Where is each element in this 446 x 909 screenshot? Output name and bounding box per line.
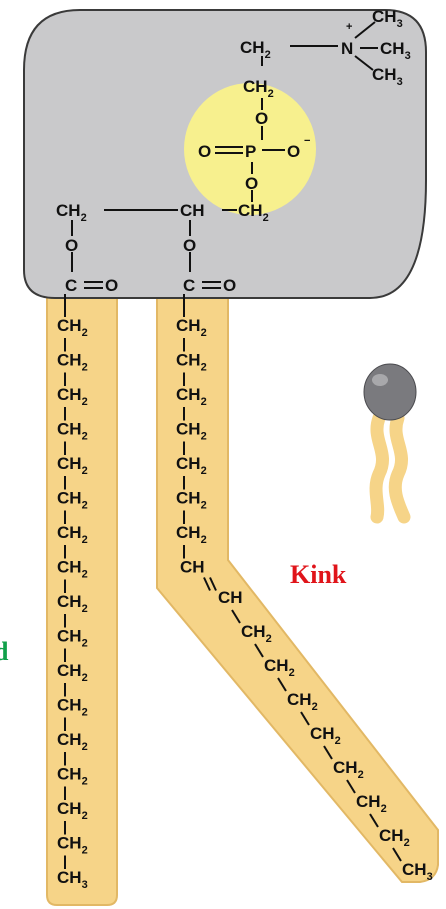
chain-ch2: CH2	[310, 724, 341, 747]
ester-linkages: O C O O C O	[65, 236, 236, 295]
chain-ch3-end: CH3	[402, 860, 433, 883]
icon-tail-left	[369, 411, 389, 524]
chain-ch2: CH2	[57, 696, 88, 719]
chain-ch2: CH2	[57, 454, 88, 477]
chain-ch2: CH2	[264, 656, 295, 679]
chain-ch2: CH2	[241, 622, 272, 645]
chain-ch2: CH2	[57, 385, 88, 408]
bond-lines	[71, 21, 378, 289]
chain-ch2: CH2	[287, 690, 318, 713]
phosphate-highlight	[184, 83, 316, 215]
chain-ch-alkene: CH	[218, 588, 243, 607]
glycerol-ch2-left: CH2	[56, 201, 87, 224]
bond-line	[392, 847, 402, 862]
side-label-fragment: d	[0, 637, 9, 666]
chain-ch3-end: CH3	[57, 868, 88, 891]
chain-ch2: CH2	[57, 558, 88, 581]
glycerol-backbone: CH2 CH CH2	[56, 201, 269, 224]
bond-line	[203, 577, 211, 591]
chain-ch2: CH2	[57, 661, 88, 684]
choline-ch2-top: CH2	[240, 38, 271, 61]
icon-head-shine	[372, 374, 388, 386]
phospholipid-icon	[363, 363, 417, 524]
icon-tail-right	[388, 411, 411, 524]
ester-o-right: O	[183, 236, 196, 255]
chain-ch2: CH2	[57, 316, 88, 339]
chain-bond-lines	[64, 294, 402, 869]
nitrogen-charge: +	[346, 21, 352, 33]
bond-line	[300, 711, 310, 726]
kink-label: Kink	[290, 560, 347, 589]
bond-line	[254, 643, 264, 658]
nitrogen-atom: N	[341, 39, 353, 58]
saturated-fatty-acid-chain: CH2CH2CH2CH2CH2CH2CH2CH2CH2CH2CH2CH2CH2C…	[57, 316, 88, 891]
ester-c-right: C	[183, 276, 195, 295]
bond-line	[323, 745, 333, 760]
chain-ch-alkene: CH	[180, 558, 205, 577]
chain-ch2: CH2	[176, 489, 207, 512]
chain-ch2: CH2	[57, 765, 88, 788]
glycerol-ch2-right: CH2	[238, 201, 269, 224]
unsaturated-tail-band	[156, 291, 439, 883]
chain-ch2: CH2	[57, 627, 88, 650]
phosphate-group: O O P O − O	[198, 109, 310, 193]
choline-group: CH2 + N CH3 CH3 CH3 CH2	[240, 7, 411, 100]
chain-ch2: CH2	[57, 489, 88, 512]
methyl-top: CH3	[372, 7, 403, 30]
bond-line	[277, 677, 287, 692]
carbonyl-o-left: O	[105, 276, 118, 295]
glycerol-ch-middle: CH	[180, 201, 205, 220]
chain-ch2: CH2	[57, 351, 88, 374]
unsaturated-fatty-acid-chain: CH2CH2CH2CH2CH2CH2CH2CHCHCH2CH2CH2CH2CH2…	[176, 316, 433, 883]
chain-ch2: CH2	[57, 799, 88, 822]
ester-o-left: O	[65, 236, 78, 255]
carbonyl-o-right: O	[223, 276, 236, 295]
phosphorus-atom: P	[245, 142, 256, 161]
ester-c-left: C	[65, 276, 77, 295]
bond-line	[209, 577, 217, 591]
chain-ch2: CH2	[57, 592, 88, 615]
bond-line	[369, 813, 379, 828]
chain-ch2: CH2	[176, 385, 207, 408]
chain-ch2: CH2	[57, 523, 88, 546]
chain-ch2: CH2	[176, 523, 207, 546]
bond-line	[231, 609, 241, 624]
chain-ch2: CH2	[333, 758, 364, 781]
methyl-bottom: CH3	[372, 65, 403, 88]
chain-ch2: CH2	[379, 826, 410, 849]
phosphate-o-top: O	[255, 109, 268, 128]
chain-ch2: CH2	[57, 730, 88, 753]
icon-head	[363, 363, 417, 421]
choline-ch2-second: CH2	[243, 77, 274, 100]
chain-ch2: CH2	[176, 454, 207, 477]
chain-ch2: CH2	[176, 351, 207, 374]
chain-ch2: CH2	[57, 420, 88, 443]
phosphate-o-right: O	[287, 142, 300, 161]
phosphate-charge: −	[304, 135, 310, 147]
chain-ch2: CH2	[176, 420, 207, 443]
chain-ch2: CH2	[356, 792, 387, 815]
chain-ch2: CH2	[57, 834, 88, 857]
phosphate-o-bottom: O	[245, 174, 258, 193]
phosphate-o-left: O	[198, 142, 211, 161]
chain-ch2: CH2	[176, 316, 207, 339]
bond-line	[346, 779, 356, 794]
methyl-middle: CH3	[380, 39, 411, 62]
